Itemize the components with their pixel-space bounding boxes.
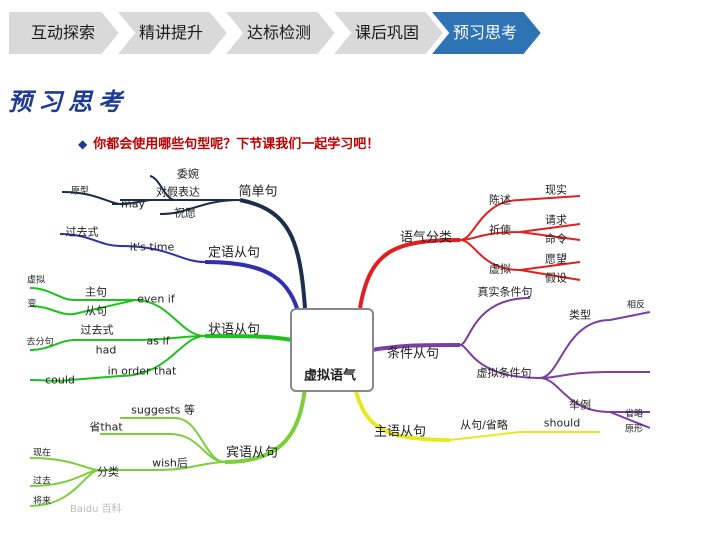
node-had: had [95, 343, 117, 357]
nav-chevron-4 [427, 10, 544, 56]
tab-after-class-consolidate[interactable]: 课后巩固 [354, 23, 419, 42]
step-navigation-shapes [7, 10, 544, 56]
node-opposite: 相反 [626, 300, 646, 311]
node-past-tense: 过去式 [65, 225, 99, 239]
node-its-time: it's time [129, 240, 175, 254]
tab-lecture-improve[interactable]: 精讲提升 [138, 23, 203, 42]
branch-lines-conditional [459, 297, 651, 429]
node-definite-clause: 定语从句 [207, 245, 261, 261]
node-edge-fragment-3: 去分句 [26, 337, 54, 348]
nav-chevron-1 [113, 10, 230, 56]
tab-standard-test[interactable]: 达标检测 [246, 23, 311, 42]
node-conditional-clause: 条件从句 [386, 346, 440, 362]
node-past-tense-2: 过去式 [80, 323, 114, 337]
node-base-verb: 原形 [624, 424, 644, 435]
watermark-text: Baidu 百科 [70, 504, 122, 515]
node-base-form: 原型 [70, 186, 90, 197]
node-present: 现在 [32, 448, 52, 459]
branch-connector-conditional [371, 343, 461, 352]
node-subjunctive: 虚拟 [489, 262, 511, 276]
node-real-conditional: 真实条件句 [477, 285, 533, 299]
node-in-order-that: in order that [107, 364, 177, 378]
node-contrary-expression: 对假表达 [156, 185, 200, 199]
node-future: 将来 [32, 496, 52, 507]
node-wish: 祝愿 [174, 206, 196, 220]
node-object-clause: 宾语从句 [225, 445, 279, 461]
branch-lines-subject [449, 431, 600, 441]
branch-lines-object [29, 417, 226, 507]
branch-lines-mood [459, 195, 581, 281]
diamond-bullet-icon: ◆ [78, 137, 88, 151]
node-omission: 省略 [624, 409, 644, 420]
nav-chevron-2 [221, 10, 338, 56]
node-main-clause: 主句 [85, 285, 107, 299]
node-mood-types: 语气分类 [399, 230, 453, 246]
branch-lines-top [61, 175, 241, 215]
node-could: could [45, 373, 75, 387]
center-node-label: 虚拟语气 [303, 368, 357, 384]
node-request: 请求 [545, 213, 567, 227]
node-types: 类型 [569, 308, 591, 322]
node-declarative: 陈述 [489, 193, 511, 207]
node-unreal-conditional: 虚拟条件句 [476, 366, 532, 380]
node-simple-sentence: 简单句 [238, 184, 278, 200]
node-edge-fragment-1: 虚拟 [26, 275, 46, 286]
node-should: should [543, 416, 581, 430]
node-command: 命令 [545, 232, 567, 246]
branch-lines-definite [59, 233, 206, 263]
node-edge-fragment-2: 变 [27, 299, 37, 310]
node-past: 过去 [32, 476, 52, 487]
mind-map-diagram [29, 175, 651, 507]
preview-question: ◆ 你都会使用哪些句型呢？下节课我们一起学习吧！ [78, 133, 379, 152]
node-reality: 现实 [545, 183, 567, 197]
node-adverbial-clause: 状语从句 [207, 322, 261, 338]
branch-connector-subject [353, 387, 451, 442]
branch-connector-top [239, 198, 307, 309]
tab-interactive-explore[interactable]: 互动探索 [30, 23, 95, 42]
node-as-if: as if [146, 334, 170, 348]
node-examples: 举例 [569, 398, 591, 412]
nav-chevron-0 [7, 10, 122, 56]
branch-connector-definite [204, 260, 302, 319]
node-even-if: even if [137, 292, 175, 306]
section-title: 预习思考 [8, 87, 128, 116]
node-desire: 愿望 [545, 252, 567, 266]
node-clause-omission: 从句/省略 [460, 418, 508, 432]
branch-connector-mood [358, 238, 461, 309]
node-after-wish: wish后 [152, 456, 188, 470]
step-navigation: 互动探索 精讲提升 达标检测 课后巩固 预习思考 [0, 10, 720, 56]
tab-preview-think[interactable]: 预习思考 [452, 23, 517, 42]
branch-lines-adverbial [29, 287, 206, 382]
node-omit-that: 省that [89, 420, 123, 434]
node-categories: 分类 [97, 465, 119, 479]
center-node-box [290, 308, 374, 392]
node-sub-clause: 从句 [85, 304, 107, 318]
nav-chevron-3 [329, 10, 446, 56]
question-text: 你都会使用哪些句型呢？下节课我们一起学习吧！ [93, 137, 380, 152]
node-suggests: suggests 等 [131, 403, 195, 417]
branch-connector-adverbial [204, 334, 293, 342]
node-assumption: 假设 [545, 271, 567, 285]
branch-connector-object [224, 387, 307, 464]
node-subject-clause: 主语从句 [373, 424, 427, 440]
node-euphemism: 委婉 [177, 167, 199, 181]
node-imperative: 祈使 [489, 223, 511, 237]
node-may: may [121, 197, 145, 211]
